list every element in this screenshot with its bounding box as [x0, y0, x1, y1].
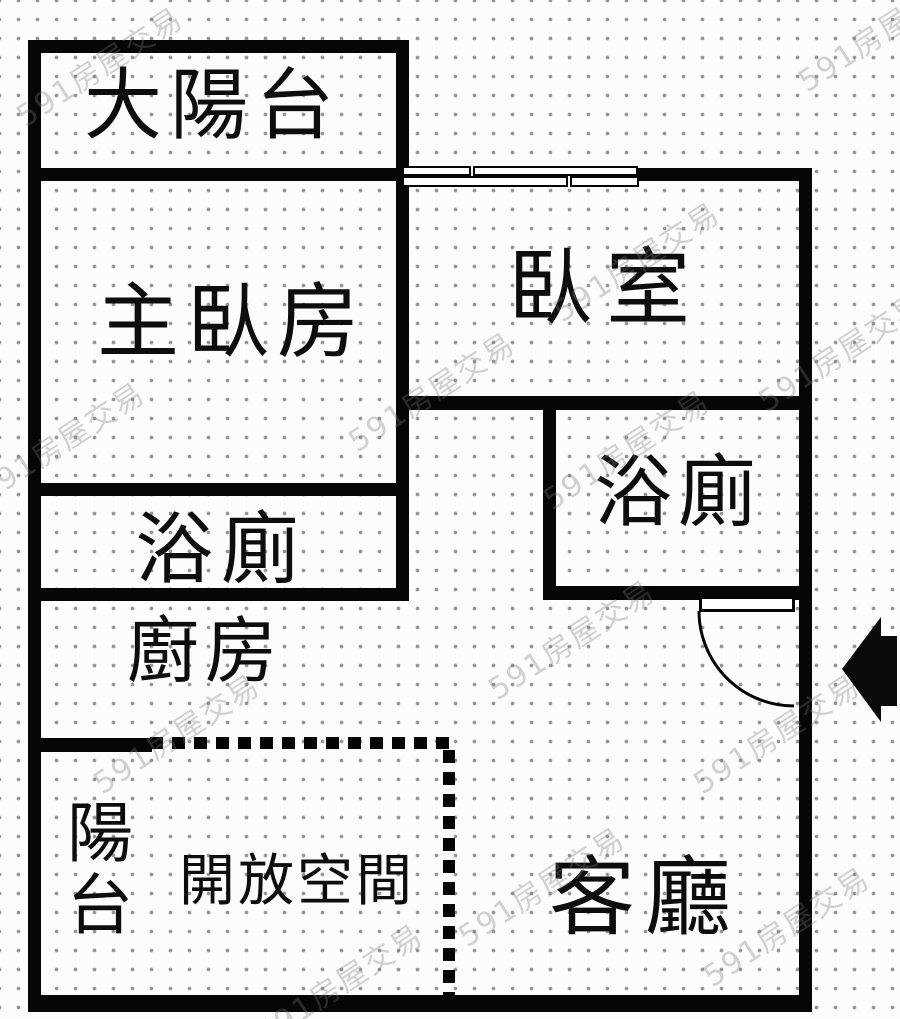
window-pane [402, 176, 568, 187]
room-label-open-space: 開放空間 [179, 849, 415, 914]
entrance-door-leaf [699, 596, 795, 612]
room-label-kitchen: 廚房 [126, 609, 284, 693]
watermark-text: 591房屋交易 [792, 0, 900, 100]
wall-balcony-top [28, 40, 409, 53]
wall-masterbed-bath-divider [28, 483, 409, 496]
window-pane [570, 176, 639, 187]
wall-outer-left [28, 40, 41, 1012]
room-label-large-balcony: 大陽台 [83, 61, 343, 151]
wall-bath-left-bottom [28, 588, 409, 601]
room-label-bathroom-left: 浴廁 [134, 505, 308, 595]
room-label-master-bedroom: 主臥房 [96, 275, 368, 370]
window-pane [473, 166, 638, 176]
wall-top-right-of-window [638, 168, 812, 181]
window-pane [402, 166, 471, 176]
wall-bedroom-bottom [396, 396, 812, 410]
room-label-balcony: 陽台 [56, 798, 133, 942]
room-label-living-room: 客廳 [549, 848, 741, 948]
wall-balcony2-top [28, 738, 152, 752]
wall-outer-bottom [28, 995, 812, 1012]
room-label-bathroom-right: 浴廁 [593, 448, 763, 538]
wall-spine-vertical [396, 168, 409, 601]
door-swing-arc [697, 610, 795, 708]
wall-balcony-right [396, 40, 409, 181]
open-space-dashed-top [150, 737, 455, 749]
watermark-text: 591房屋交易 [687, 668, 867, 802]
wall-bath-right-left [543, 410, 556, 600]
open-space-dashed-right [443, 750, 455, 995]
wall-balcony-bottom [28, 168, 409, 181]
room-label-bedroom: 臥室 [507, 239, 705, 337]
entrance-arrow-icon [842, 617, 897, 722]
